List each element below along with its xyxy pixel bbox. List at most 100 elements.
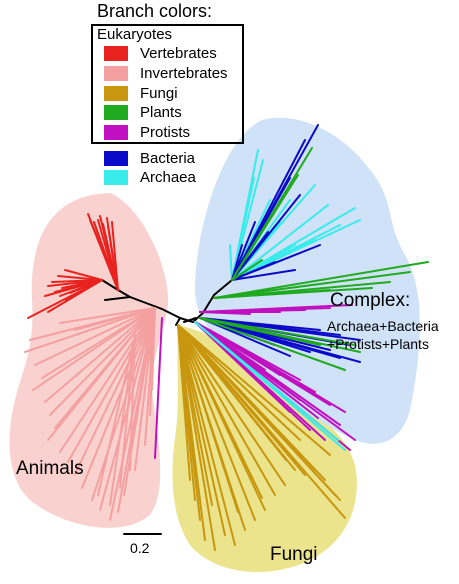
legend-label-bacteria: Bacteria	[140, 150, 196, 167]
protist-branch	[154, 317, 163, 459]
backbone-branch	[104, 296, 131, 301]
archaea-branch	[231, 204, 329, 281]
plant-branch	[213, 291, 301, 299]
legend-item-archaea: Archaea	[104, 169, 196, 186]
backbone-branch	[192, 312, 204, 323]
animals-region-label: Animals	[16, 458, 84, 479]
fungi-branch	[177, 324, 236, 546]
vertebrate-branch	[44, 279, 103, 297]
vertebrate-branch	[99, 215, 119, 291]
invertebrate-branch	[149, 307, 156, 361]
invertebrate-branch	[47, 307, 156, 441]
fungi-branch	[177, 324, 286, 486]
fungi-branch	[177, 324, 239, 513]
plant-branch	[199, 317, 346, 371]
invertebrate-branch	[32, 307, 156, 391]
fungi-branch	[177, 324, 226, 536]
legend-swatch-bacteria	[104, 151, 128, 166]
fungi-branch	[177, 324, 287, 461]
legend-group-eukaryotes: Eukaryotes	[97, 26, 173, 43]
protist-branch	[194, 321, 291, 413]
backbone-branch	[175, 317, 181, 326]
plant-branch	[213, 261, 429, 299]
fungi-branch	[177, 324, 206, 541]
backbone-branch	[101, 279, 119, 291]
fungi-branch	[177, 324, 301, 441]
archaea-branch	[194, 321, 339, 441]
invertebrate-branch	[34, 307, 156, 366]
legend-swatch-invertebrates	[104, 66, 128, 81]
protist-branch	[199, 311, 251, 315]
plant-branch	[213, 271, 411, 299]
bacteria-branch	[199, 317, 361, 363]
invertebrate-branch	[67, 307, 156, 463]
backbone-branch	[183, 317, 197, 323]
bacteria-branch	[231, 244, 243, 281]
legend-item-vertebrates: Vertebrates	[104, 45, 217, 62]
legend-swatch-plants	[104, 105, 128, 120]
invertebrate-branch	[129, 334, 136, 471]
bacteria-branch	[231, 244, 321, 281]
fungi-branch	[177, 324, 331, 456]
invertebrate-branch	[109, 334, 136, 506]
eukaryotes-legend-box	[91, 24, 244, 144]
legend-label-vertebrates: Vertebrates	[140, 45, 217, 62]
complex-region-sublabel-archaea-bacteria: Archaea+Bacteria	[327, 318, 439, 334]
invertebrate-branch	[49, 307, 156, 416]
invertebrate-branch	[59, 307, 156, 324]
legend-item-bacteria: Bacteria	[104, 150, 195, 167]
bacteria-branch	[231, 221, 256, 281]
legend-label-plants: Plants	[140, 104, 182, 121]
legend-label-archaea: Archaea	[140, 169, 196, 186]
plant-branch	[231, 174, 299, 281]
invertebrate-branch	[119, 334, 136, 489]
backbone-branch	[202, 294, 215, 314]
fungi-branch	[177, 324, 346, 519]
legend-label-protists: Protists	[140, 124, 191, 141]
invertebrate-branch	[81, 307, 156, 489]
bacteria-branch	[231, 194, 301, 281]
legend-item-fungi: Fungi	[104, 85, 178, 102]
legend-label-invertebrates: Invertebrates	[140, 65, 228, 82]
vertebrate-branch	[111, 221, 119, 291]
invertebrate-branch	[74, 307, 156, 331]
complex-region-sublabel-protists-plants: +Protists+Plants	[327, 336, 429, 352]
legend-swatch-protists	[104, 125, 128, 140]
plant-branch	[199, 317, 321, 346]
backbone-branch	[129, 296, 163, 310]
protist-branch	[194, 321, 251, 356]
vertebrate-branch	[87, 213, 119, 291]
legend-item-protists: Protists	[104, 124, 190, 141]
legend-swatch-fungi	[104, 86, 128, 101]
plant-branch	[231, 259, 263, 281]
backbone-branch	[179, 317, 194, 323]
fungi-branch	[177, 324, 341, 501]
legend-item-invertebrates: Invertebrates	[104, 65, 228, 82]
animals-region	[9, 193, 169, 528]
legend-label-fungi: Fungi	[140, 85, 178, 102]
legend-swatch-archaea	[104, 170, 128, 185]
fungi-branch	[177, 324, 276, 496]
vertebrate-branch	[27, 279, 103, 319]
backbone-branch	[117, 289, 131, 298]
invertebrate-branch	[74, 307, 156, 475]
complex-region-label: Complex:	[330, 290, 411, 311]
archaea-branch	[229, 244, 233, 281]
invertebrate-branch	[91, 307, 156, 501]
fungi-region-label: Fungi	[270, 544, 318, 565]
archaea-branch	[231, 207, 356, 281]
protist-branch	[194, 321, 356, 441]
invertebrate-branch	[44, 307, 156, 403]
scale-bar-label: 0.2	[130, 540, 150, 556]
bacteria-branch	[231, 269, 296, 281]
fungi-branch	[177, 324, 263, 499]
vertebrate-branch	[64, 269, 103, 281]
fungi-branch	[177, 324, 256, 521]
invertebrate-branch	[24, 307, 156, 353]
invertebrate-branch	[59, 307, 156, 453]
legend-item-plants: Plants	[104, 104, 182, 121]
backbone-branch	[161, 308, 181, 319]
invertebrate-branch	[123, 307, 156, 496]
invertebrate-branch	[97, 334, 136, 496]
